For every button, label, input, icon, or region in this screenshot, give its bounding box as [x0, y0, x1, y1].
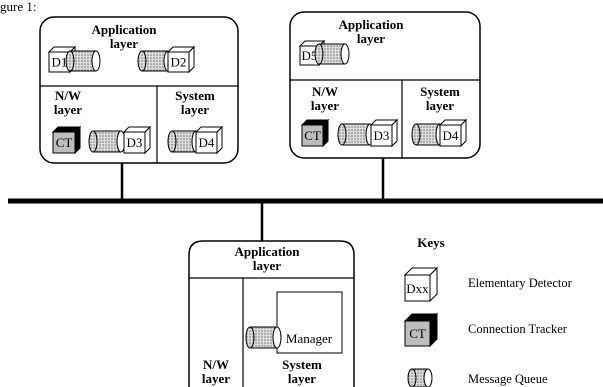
node-manager-system-label: System [282, 357, 322, 372]
node-manager-nw-label-2: layer [202, 371, 230, 386]
node-left-nw-label: N/W [55, 88, 81, 103]
node-manager-application-label-2: layer [253, 258, 281, 273]
detector-d3-label: D3 [127, 135, 143, 150]
legend-tracker-icon: CT [403, 312, 439, 348]
node-right: Application layer N/W layer System layer… [289, 11, 481, 159]
legend-detector-label: Elementary Detector [468, 276, 573, 290]
connection-tracker: CT [51, 125, 82, 155]
detector-d4-right-label: D4 [443, 128, 459, 143]
node-left-application-label: Application [91, 22, 157, 37]
detector-d5-label: D5 [302, 48, 318, 63]
connection-tracker-label: CT [56, 135, 73, 150]
detector-d2-label: D2 [171, 55, 187, 70]
manager-frame [276, 291, 343, 354]
node-right-application-label: Application [338, 17, 404, 32]
node-right-nw-label: N/W [312, 84, 338, 99]
connection-tracker-right-label: CT [304, 128, 321, 143]
legend-queue-label: Message Queue [468, 372, 548, 386]
node-left: Application layer N/W layer System layer… [39, 16, 239, 164]
message-queue-d3-right [337, 123, 375, 146]
message-queue-d2 [137, 50, 173, 72]
detector-d3-right-label: D3 [374, 128, 390, 143]
message-queue-d3 [88, 130, 126, 153]
node-right-application-label-2: layer [357, 31, 385, 46]
node-left-application-label-2: layer [110, 36, 138, 51]
node-left-system-label: System [175, 88, 215, 103]
node-right-system-label: System [420, 84, 460, 99]
node-right-system-label-2: layer [426, 98, 454, 113]
legend-detector-symbol: Dxx [406, 281, 429, 296]
detector-d4-label: D4 [199, 135, 215, 150]
detector-d4: D4 [194, 125, 224, 155]
detector-d3-right: D3 [369, 118, 399, 148]
message-queue-d4-right [411, 123, 445, 146]
message-queue-d5 [314, 43, 350, 65]
node-manager: Application layer N/W layer System layer… [188, 240, 355, 387]
detector-d2: D2 [166, 45, 196, 74]
legend-tracker-symbol: CT [409, 326, 426, 341]
legend-detector-icon: Dxx [403, 266, 439, 303]
legend-title: Keys [417, 235, 444, 250]
message-queue-d4 [167, 130, 201, 153]
legend: Keys Dxx Elementary Detector CT Connecti… [403, 235, 573, 387]
node-manager-system-label-2: layer [288, 371, 316, 386]
legend-queue-icon [407, 368, 433, 387]
manager-label: Manager [286, 331, 333, 346]
node-right-nw-label-2: layer [311, 98, 339, 113]
message-queue-manager [245, 326, 282, 349]
node-manager-application-label: Application [234, 244, 300, 259]
caption-fragment: gure 1: [0, 0, 36, 14]
connection-tracker-right: CT [300, 118, 330, 148]
legend-tracker-label: Connection Tracker [468, 322, 568, 336]
message-queue-d1 [65, 50, 101, 72]
node-left-system-label-2: layer [181, 102, 209, 117]
node-manager-nw-label: N/W [203, 357, 229, 372]
detector-d3: D3 [122, 125, 152, 155]
node-left-nw-label-2: layer [54, 102, 82, 117]
detector-d1-label: D1 [52, 55, 68, 70]
detector-d4-right: D4 [438, 118, 468, 148]
